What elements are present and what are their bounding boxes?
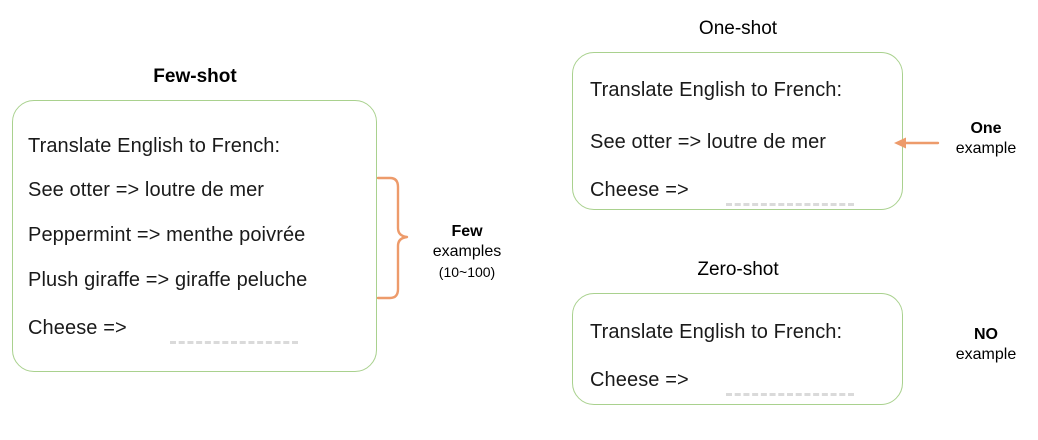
prompt-line-example-1: See otter => loutre de mer: [28, 179, 265, 201]
prompt-line-example-1: See otter => loutre de mer: [590, 131, 827, 153]
prompt-line-query: Cheese =>: [28, 317, 127, 339]
prompt-box-few-shot: [12, 100, 377, 372]
brace-icon: [376, 176, 409, 300]
prompt-line-instruction: Translate English to French:: [590, 79, 843, 101]
annotation-few-sub: examples: [432, 243, 502, 260]
answer-blank-few-shot: [170, 341, 298, 344]
left-arrow-icon: [894, 137, 940, 149]
prompt-line-query: Cheese =>: [590, 179, 689, 201]
annotation-few-paren: (10~100): [438, 264, 496, 280]
prompt-line-query: Cheese =>: [590, 369, 689, 391]
prompt-line-instruction: Translate English to French:: [28, 135, 281, 157]
annotation-one-sub: example: [955, 140, 1017, 157]
annotation-one-example: One example: [940, 119, 1032, 159]
panel-title-one-shot: One-shot: [698, 18, 778, 39]
prompt-box-one-shot: [572, 52, 903, 210]
prompt-line-example-2: Peppermint => menthe poivrée: [28, 224, 306, 246]
prompt-line-instruction: Translate English to French:: [590, 321, 843, 343]
answer-blank-zero-shot: [726, 393, 854, 396]
annotation-no-sub: example: [955, 346, 1017, 363]
answer-blank-one-shot: [726, 203, 854, 206]
annotation-few-examples: Few examples (10~100): [408, 222, 526, 282]
annotation-no-strong: NO: [974, 326, 998, 343]
annotation-no-example: NO example: [940, 325, 1032, 365]
prompt-box-zero-shot: [572, 293, 903, 405]
annotation-few-strong: Few: [451, 223, 483, 240]
annotation-one-strong: One: [970, 120, 1002, 137]
panel-title-zero-shot: Zero-shot: [697, 259, 779, 280]
panel-title-few-shot: Few-shot: [153, 66, 237, 87]
prompt-line-example-3: Plush giraffe => giraffe peluche: [28, 269, 308, 291]
